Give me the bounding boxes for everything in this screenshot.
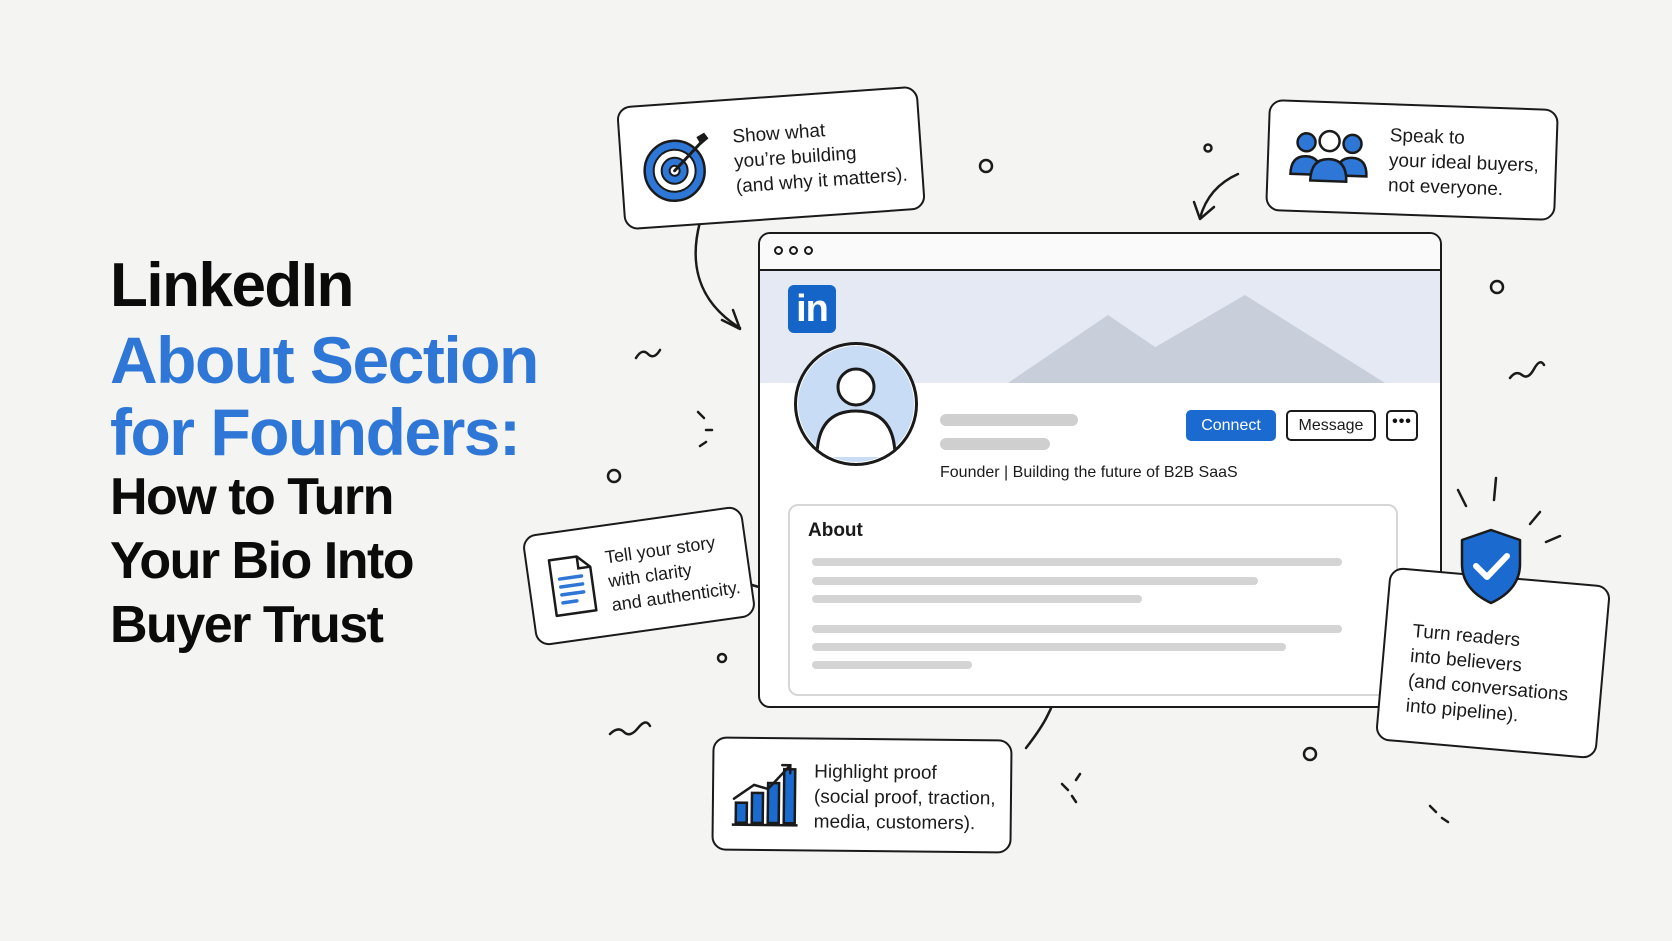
page-title: LinkedIn About Section for Founders: How…: [110, 255, 580, 663]
title-line-1: LinkedIn: [110, 251, 354, 320]
people-icon: [1289, 129, 1368, 184]
about-text-placeholder: [812, 595, 1142, 603]
user-silhouette-icon: [798, 346, 914, 462]
window-dot-icon: [789, 246, 798, 255]
message-button[interactable]: Message: [1286, 410, 1376, 441]
about-text-placeholder: [812, 643, 1286, 651]
title-line-4: How to Turn: [110, 468, 394, 526]
target-icon: [643, 132, 709, 203]
callout-proof-line-3: media, customers).: [813, 811, 976, 835]
callout-proof-line-1: Highlight proof: [814, 761, 937, 784]
connect-button[interactable]: Connect: [1186, 410, 1276, 441]
profile-headline: Founder | Building the future of B2B Saa…: [940, 464, 1238, 481]
profile-banner: in: [760, 271, 1440, 383]
window-dot-icon: [774, 246, 783, 255]
about-text-placeholder: [812, 577, 1258, 585]
about-section: About: [788, 504, 1398, 696]
window-dot-icon: [804, 246, 813, 255]
about-text-placeholder: [812, 558, 1342, 566]
window-titlebar: [760, 234, 1440, 271]
title-line-2: About Section: [110, 323, 539, 397]
title-line-3: for Founders:: [110, 395, 521, 469]
callout-speak-buyers: Speak to your ideal buyers, not everyone…: [1265, 98, 1559, 222]
bar-chart-icon: [731, 763, 798, 827]
name-placeholder: [940, 414, 1078, 426]
title-line-5: Your Bio Into: [110, 532, 415, 590]
callout-show-building: Show what you’re building (and why it ma…: [616, 85, 926, 231]
more-options-button[interactable]: •••: [1386, 410, 1418, 441]
linkedin-profile-window: in Connect Message ••• Founder | Buildin…: [758, 232, 1442, 708]
callout-highlight-proof: Highlight proof (social proof, traction,…: [711, 736, 1013, 854]
document-icon: [547, 555, 598, 618]
callout-proof-line-2: (social proof, traction,: [813, 786, 996, 810]
about-section-title: About: [808, 520, 863, 541]
mountain-image-icon: [1008, 295, 1385, 383]
shield-check-icon: [1460, 528, 1522, 605]
callout-speak-line-3: not everyone.: [1387, 175, 1504, 201]
linkedin-logo-icon: in: [788, 285, 836, 333]
callout-tell-story: Tell your story with clarity and authent…: [521, 505, 757, 647]
about-text-placeholder: [812, 661, 972, 669]
avatar: [794, 342, 918, 466]
title-placeholder: [940, 438, 1050, 450]
title-line-6: Buyer Trust: [110, 596, 384, 654]
about-text-placeholder: [812, 625, 1342, 633]
